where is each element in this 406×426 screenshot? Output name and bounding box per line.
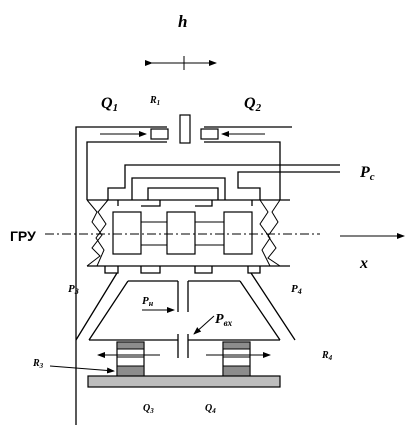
spring-left-2: [95, 199, 109, 267]
spool-lands-top: [117, 200, 253, 207]
r3-arrow: [49, 365, 115, 374]
lower-housing-outer: [75, 272, 296, 341]
label-p4: P4: [291, 283, 302, 296]
lower-housing-inner: [88, 280, 281, 341]
label-x: x: [359, 255, 368, 272]
spool-upper-cap: [131, 177, 226, 200]
nozzle-right: [200, 128, 219, 140]
base-plate: [87, 375, 281, 388]
valve-right-bottom-hatch: [222, 365, 251, 377]
flapper: [179, 114, 191, 144]
label-q3: Q3: [143, 403, 154, 415]
nozzle-left: [150, 128, 169, 140]
valve-left-top-hatch: [116, 341, 145, 350]
label-q2: Q2: [244, 95, 262, 114]
outer-housing-left: [75, 126, 167, 425]
inner-channel-right: [204, 141, 281, 200]
label-h: h: [178, 12, 187, 31]
label-q1: Q1: [101, 95, 118, 114]
label-pc: Pc: [359, 164, 375, 183]
spring-right: [267, 199, 281, 267]
spring-left: [86, 199, 103, 267]
spring-right-2: [259, 199, 271, 267]
spool-land-center: [166, 211, 196, 255]
pvx-arrow: [193, 315, 215, 335]
label-q4: Q4: [205, 403, 216, 415]
pc-channel: [107, 164, 289, 200]
label-p3: P3: [68, 283, 79, 296]
label-pn: Pн: [142, 295, 154, 308]
label-r1: R1: [149, 95, 160, 107]
label-r4: R4: [321, 350, 333, 362]
spool-land-left: [112, 211, 142, 255]
valve-right-top-hatch: [222, 341, 251, 350]
label-r3: R3: [32, 358, 44, 370]
spool-upper-mid: [147, 187, 219, 200]
spool-lower-lands: [104, 266, 261, 274]
inner-channel-left: [86, 141, 167, 200]
valve-left-bottom-hatch: [116, 365, 145, 377]
pc-channel-lower: [237, 171, 289, 200]
spool-land-right: [223, 211, 253, 255]
label-pvx: Pвх: [215, 312, 233, 328]
label-gru: ГРУ: [10, 228, 36, 244]
